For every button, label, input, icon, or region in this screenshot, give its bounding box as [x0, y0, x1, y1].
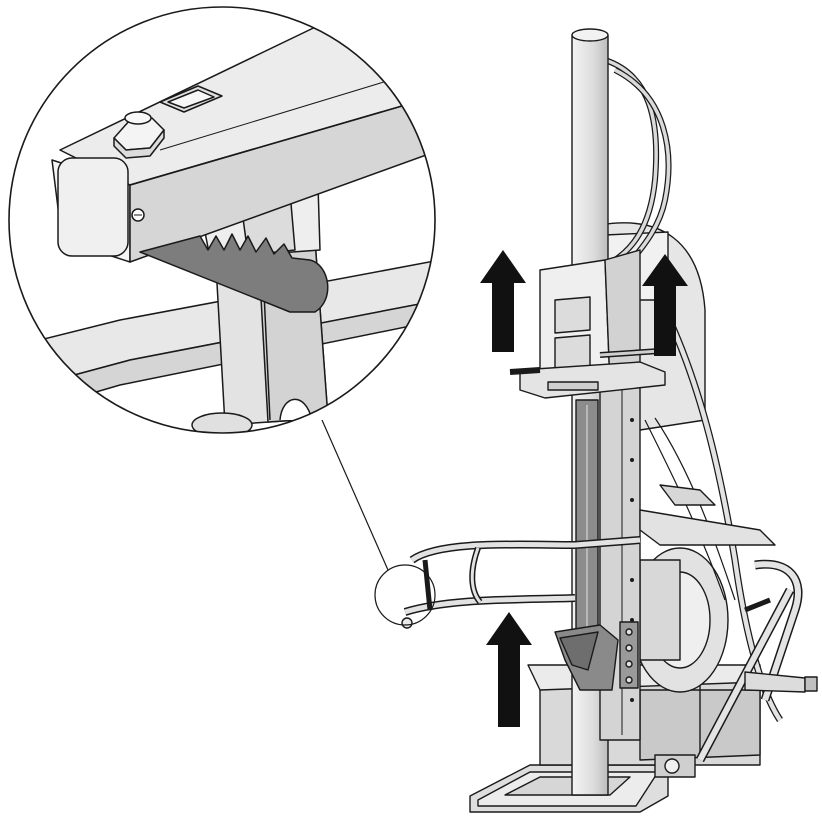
detail-slot	[159, 85, 223, 113]
log-splitter	[401, 28, 818, 813]
tow-bar	[744, 671, 818, 693]
upper-carriage	[509, 249, 676, 399]
ratchet-plate	[139, 233, 329, 313]
callout-target-circle	[374, 564, 436, 626]
callout-leader-line	[321, 419, 389, 571]
detail-magnifier	[8, 6, 436, 434]
splitting-ram	[575, 399, 599, 641]
detail-callout	[321, 419, 436, 626]
up-arrow-lower	[486, 612, 532, 727]
control-handles	[401, 536, 641, 629]
motor	[631, 547, 729, 693]
wheel-axle	[654, 754, 696, 778]
lift-arrows	[480, 250, 688, 727]
log-table	[639, 484, 776, 546]
detail-bolt	[113, 111, 165, 159]
splitting-wedge	[554, 621, 639, 691]
base-plate	[469, 764, 669, 813]
up-arrow-left	[480, 250, 526, 352]
up-arrow-right	[642, 254, 688, 356]
